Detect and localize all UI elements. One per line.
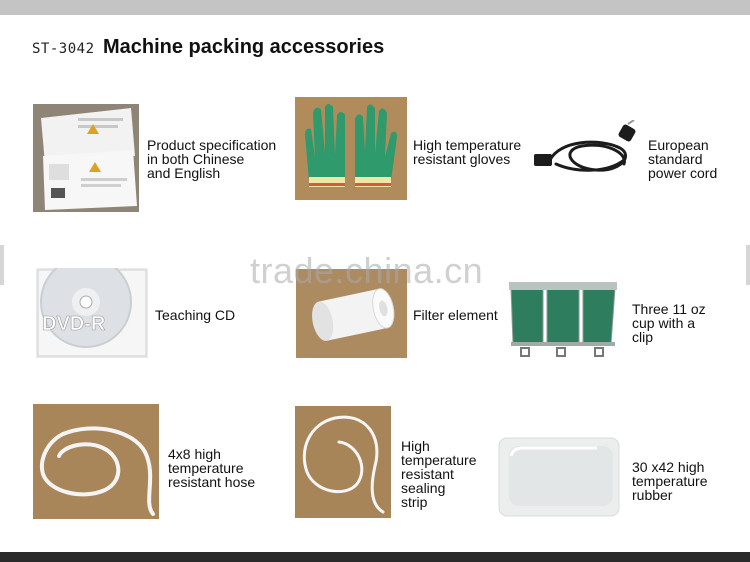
item-label-hose: 4x8 high temperature resistant hose <box>168 446 256 490</box>
page-header: ST-3042 Machine packing accessories <box>32 36 384 59</box>
item-label-sealing-strip: High temperature resistant sealing strip <box>401 438 477 510</box>
page-title: Machine packing accessories <box>102 36 385 58</box>
svg-text:DVD-R: DVD-R <box>42 313 106 335</box>
item-label-manual: Product specification in both Chinese an… <box>147 137 277 181</box>
filter-cylinder-image <box>296 269 407 358</box>
item-label-rubber: 30 x42 high temperature rubber <box>632 459 708 503</box>
top-border-bar <box>0 0 750 15</box>
dvd-disc-image: DVD-R <box>36 268 148 358</box>
rubber-pad-image <box>497 436 621 518</box>
gloves-image <box>295 97 407 200</box>
item-label-gloves: High temperature resistant gloves <box>413 137 522 167</box>
hose-image <box>33 404 159 519</box>
item-label-teaching-cd: Teaching CD <box>155 307 236 323</box>
right-edge-mark <box>746 245 750 285</box>
power-cord-image <box>530 120 644 182</box>
manual-sheets-image <box>33 104 139 212</box>
left-edge-mark <box>0 245 4 285</box>
sealing-strip-image <box>295 406 391 518</box>
item-label-filter: Filter element <box>413 307 498 323</box>
cup-clips-image <box>505 268 619 360</box>
model-number: ST-3042 <box>32 41 95 57</box>
item-label-power-cord: European standard power cord <box>648 137 718 181</box>
bottom-border-bar <box>0 552 750 562</box>
watermark-text: trade.china.cn <box>250 250 484 291</box>
item-label-cup-clip: Three 11 oz cup with a clip <box>632 301 706 345</box>
